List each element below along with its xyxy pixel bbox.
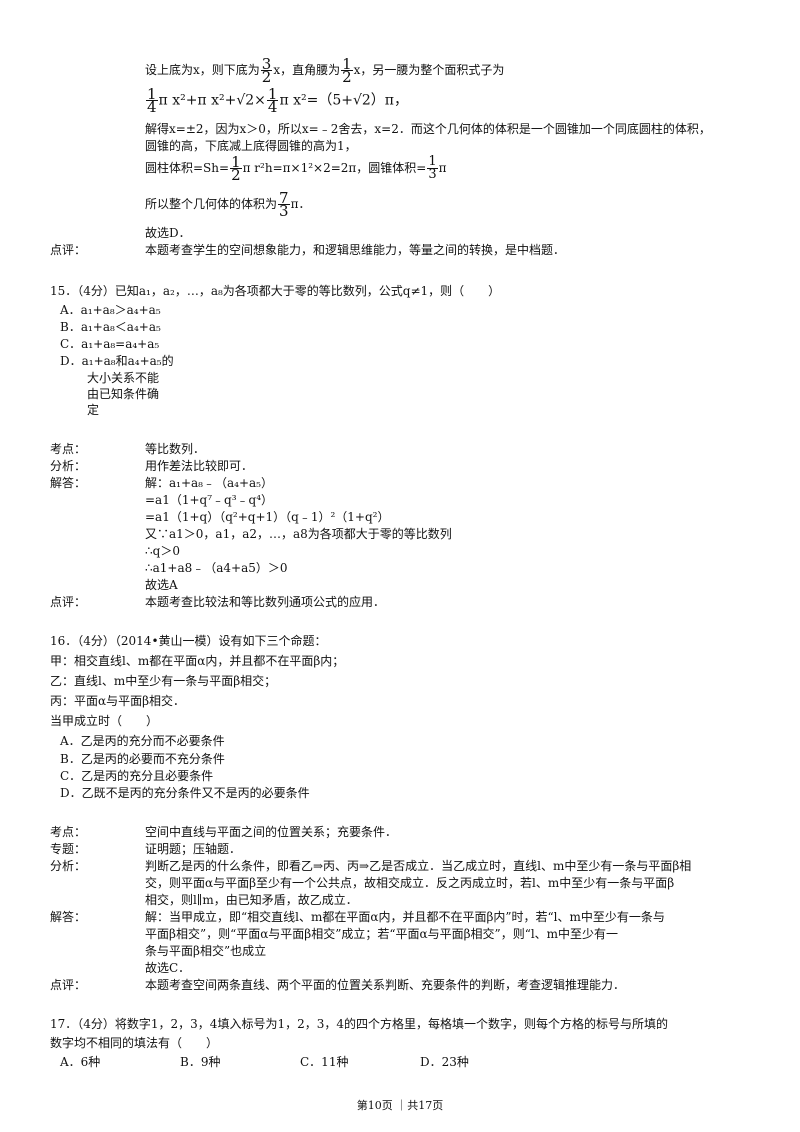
formula-text: π x²=（5+√2）π， [279,92,408,109]
q15-option-a: A．a₁+a₈＞a₄+a₅ [60,303,161,317]
q15-jieda-line: 故选A [145,578,178,592]
text: π． [290,197,311,211]
q15-comment: 本题考查比较法和等比数列通项公式的应用． [145,595,386,609]
q16-kaodian-label: 考点： [50,825,87,839]
q17-option-c: C．11种 [300,1055,349,1069]
q16-zhuanti: 证明题；压轴题． [145,842,242,856]
text: 所以整个几何体的体积为 [145,197,278,211]
q15-stem: 15．（4分）已知a₁，a₂，…，a₈为各项都大于零的等比数列，公式q≠1，则（… [50,284,501,298]
q15-kaodian: 等比数列． [145,442,206,456]
formula-text: π x²+π x²+√2× [158,92,266,109]
q16-zhuanti-label: 专题： [50,842,87,856]
q14-conclusion: 故选D． [145,226,191,240]
text: 设上底为x，则下底为 [145,63,260,77]
q17-option-d: D．23种 [420,1055,469,1069]
q16-when: 当甲成立时（ ） [50,714,159,728]
q16-fenxi-line: 交，则平面α与平面β至少有一个公共点，故相交成立．反之丙成立时，若l、m中至少有… [145,876,675,890]
q17-options: A．6种 B．9种 C．11种 D．23种 [60,1054,469,1070]
q16-proposition-jia: 甲：相交直线l、m都在平面α内，并且都不在平面β内； [50,654,345,668]
q17-option-a: A．6种 [60,1055,101,1069]
q16-jieda-line: 平面β相交”，则“平面α与平面β相交”成立；若“平面α与平面β相交”，则“l、m… [145,927,619,941]
q16-option-b: B．乙是丙的必要而不充分条件 [60,752,225,766]
q15-jieda-label: 解答： [50,476,87,490]
q15-jieda-line: ∴q＞0 [145,544,180,558]
q15-jieda-line: ∴a1+a8﹣（a4+a5）＞0 [145,561,288,575]
q15-option-d-cont: 由已知条件确 [87,387,160,401]
q17-stem-line2: 数字均不相同的填法有（ ） [50,1036,219,1050]
q16-comment: 本题考查空间两条直线、两个平面的位置关系判断、充要条件的判断，考查逻辑推理能力． [145,978,626,992]
q16-proposition-yi: 乙：直线l、m中至少有一条与平面β相交； [50,674,277,688]
q15-comment-label: 点评： [50,595,87,609]
page-footer: 第10页 ｜共17页 [356,1099,444,1112]
q15-jieda-line: =a1（1+q⁷﹣q³﹣q⁴） [145,493,274,507]
q16-jieda-label: 解答： [50,910,87,924]
text: π [438,161,447,175]
q14-comment: 本题考查学生的空间想象能力，和逻辑思维能力，等量之间的转换，是中档题． [145,243,566,257]
q16-jieda-line: 解：当甲成立，即“相交直线l、m都在平面α内，并且都不在平面β内”时，若“l、m… [145,910,665,924]
q15-fenxi-label: 分析： [50,459,87,473]
q17-stem-line1: 17．（4分）将数字1，2，3，4填入标号为1，2，3，4的四个方格里，每格填一… [50,1017,668,1031]
q15-jieda-line: =a1（1+q）（q²+q+1）（q﹣1）²（1+q²） [145,510,390,524]
q16-stem: 16．（4分）（2014•黄山一模）设有如下三个命题： [50,634,327,648]
text: x，另一腰为整个面积式子为 [353,63,505,77]
text: x，直角腰为 [273,63,341,77]
q15-option-d-cont: 大小关系不能 [87,371,160,385]
q15-fenxi: 用作差法比较即可． [145,459,254,473]
q16-jieda-line: 故选C． [145,961,191,975]
q16-option-c: C．乙是丙的充分且必要条件 [60,769,214,783]
q16-option-a: A．乙是丙的充分而不必要条件 [60,734,225,748]
text: π r²h=π×1²×2=2π，圆锥体积= [242,161,427,175]
q16-fenxi-line: 相交，则l∥m，由已知矛盾，故乙成立． [145,893,358,907]
q15-jieda-line: 解：a₁+a₈﹣（a₄+a₅） [145,476,273,490]
q16-comment-label: 点评： [50,978,87,992]
q15-kaodian-label: 考点： [50,442,87,456]
q14-comment-label: 点评： [50,243,87,257]
q14-line4: 圆锥的高，下底减上底得圆锥的高为1， [145,139,357,153]
text: 圆柱体积=Sh= [145,161,230,175]
q16-jieda-line: 条与平面β相交”也成立 [145,944,267,958]
q15-option-c: C．a₁+a₈=a₄+a₅ [60,337,160,351]
q17-option-b: B．9种 [180,1055,221,1069]
q16-fenxi-label: 分析： [50,859,87,873]
q16-kaodian: 空间中直线与平面之间的位置关系；充要条件． [145,825,398,839]
q15-option-b: B．a₁+a₈＜a₄+a₅ [60,320,161,334]
q15-option-d: D．a₁+a₈和a₄+a₅的 [60,354,174,368]
q15-jieda-line: 又∵a1＞0，a1，a2，…，a8为各项都大于零的等比数列 [145,527,452,541]
q16-fenxi-line: 判断乙是丙的什么条件，即看乙⇒丙、丙⇒乙是否成立．当乙成立时，直线l、m中至少有… [145,859,692,873]
q14-line3: 解得x=±2，因为x＞0，所以x=﹣2舍去，x=2．而这个几何体的体积是一个圆锥… [145,122,711,136]
q15-option-d-cont: 定 [87,403,100,417]
q16-option-d: D．乙既不是丙的充分条件又不是丙的必要条件 [60,786,310,800]
q16-proposition-bing: 丙：平面α与平面β相交． [50,694,186,708]
